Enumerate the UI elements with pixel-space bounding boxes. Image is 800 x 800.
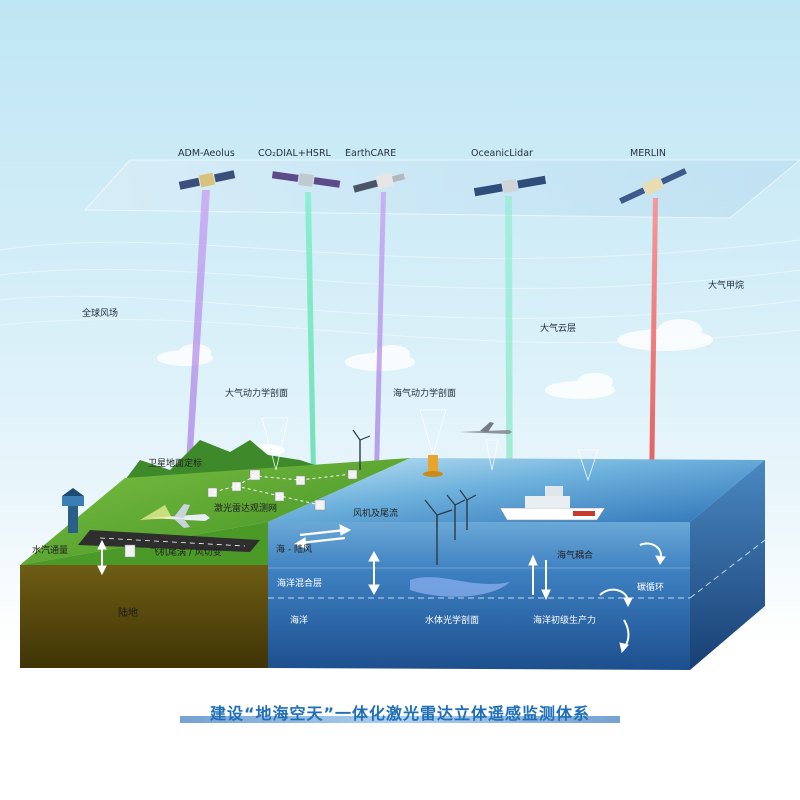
satellite-label-earthcare: EarthCARE — [345, 149, 396, 159]
label-cloud-layer: 大气云层 — [540, 325, 576, 334]
label-ocean-primary-production: 海洋初级生产力 — [533, 617, 596, 626]
label-satellite-ground-calibration: 卫星地面定标 — [148, 460, 202, 469]
label-lidar-network: 激光雷达观测网 — [214, 505, 277, 514]
label-atm-dyn-profile: 大气动力学剖面 — [225, 390, 288, 399]
label-turbine-wake: 风机及尾流 — [353, 510, 398, 519]
beam-earthcare — [374, 192, 386, 472]
title-banner: 建设“地海空天”一体化激光雷达立体遥感监测体系 — [180, 700, 620, 726]
satellite-label-co2dial: CO₂DIAL+HSRL — [258, 149, 331, 159]
orbit-plane — [85, 160, 800, 218]
label-carbon-cycle: 碳循环 — [637, 584, 664, 593]
satellite-label-merlin: MERLIN — [630, 149, 666, 159]
page-title: 建设“地海空天”一体化激光雷达立体遥感监测体系 — [180, 700, 620, 724]
label-sea-atm-dyn-profile: 海气动力学剖面 — [393, 390, 456, 399]
label-ocean: 海洋 — [290, 617, 308, 626]
drone-icon — [459, 422, 512, 434]
label-ocean-mixed-layer: 海洋混合层 — [277, 580, 322, 589]
label-sea-land-breeze: 海 - 陆风 — [276, 546, 312, 555]
beam-co2dial — [305, 192, 316, 474]
label-water-vapor-flux: 水汽通量 — [32, 547, 68, 556]
label-global-wind: 全球风场 — [82, 310, 118, 319]
cloud-shapes — [157, 319, 713, 456]
label-methane: 大气甲烷 — [708, 282, 744, 291]
label-water-optical-profile: 水体光学剖面 — [425, 617, 479, 626]
ocean-block — [268, 458, 765, 670]
label-land: 陆地 — [118, 609, 138, 619]
label-aircraft-wake: 飞机尾涡 / 风切变 — [150, 549, 222, 558]
satellite-label-oceaniclidar: OceanicLidar — [471, 149, 533, 159]
satellite-label-adm-aeolus: ADM-Aeolus — [178, 149, 235, 159]
land-front — [20, 565, 268, 668]
label-air-sea-coupling: 海气耦合 — [557, 552, 593, 561]
